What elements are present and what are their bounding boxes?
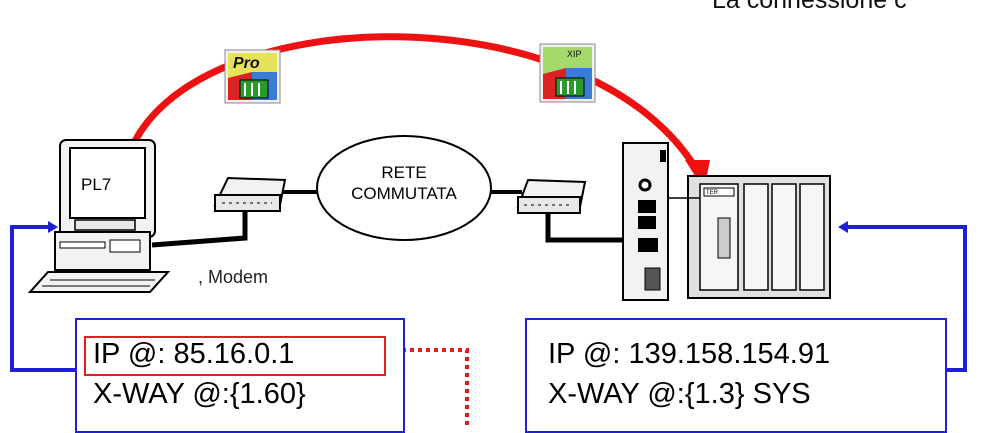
slide-title: La connessione c <box>712 0 907 14</box>
modem-plc-cable <box>545 206 645 243</box>
switched-network-ellipse <box>316 135 492 241</box>
pc-modem-cable <box>151 200 248 248</box>
pro-icon-text: Pro <box>233 55 260 72</box>
left-xway-address: X-WAY @:{1.60} <box>93 378 306 410</box>
xip-driver-icon <box>539 43 596 103</box>
right-ip-address: IP @: 139.158.154.91 <box>548 338 831 370</box>
right-arrowhead <box>838 221 848 233</box>
xip-icon-text: XIP <box>567 49 582 59</box>
ip-highlight-box <box>84 336 386 376</box>
left-blue-connector <box>10 225 75 372</box>
right-xway-address: X-WAY @:{1.3} SYS <box>548 378 811 410</box>
plc-ethernet-module <box>622 142 669 301</box>
left-arrowhead <box>48 221 58 233</box>
plc-tag: TER <box>706 190 719 196</box>
left-address-box: IP @: 85.16.0.1 X-WAY @:{1.60} <box>75 318 405 433</box>
pc-screen-label: PL7 <box>81 175 111 194</box>
modem-label: , Modem <box>198 267 269 287</box>
left-ip-address: IP @: 85.16.0.1 <box>93 338 295 370</box>
network-label-line2: COMMUTATA <box>351 184 457 203</box>
plc-rack <box>668 175 831 299</box>
pl7-pro-software-icon <box>224 49 281 104</box>
highlight-dotted-line <box>386 348 469 427</box>
right-modem <box>516 178 587 214</box>
communication-arc <box>126 33 702 176</box>
pc-computer <box>27 139 171 293</box>
network-label-line1: RETE <box>381 163 426 182</box>
left-modem <box>213 176 287 212</box>
right-address-box: IP @: 139.158.154.91 X-WAY @:{1.3} SYS <box>525 318 947 433</box>
right-blue-connector <box>848 225 967 372</box>
